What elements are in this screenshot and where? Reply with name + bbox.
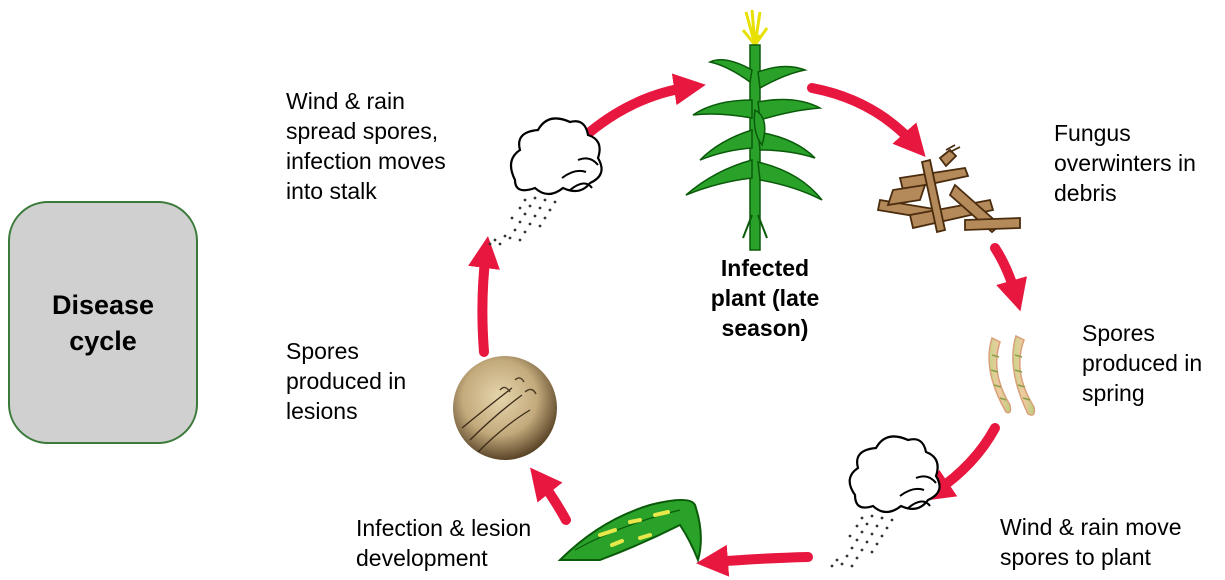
rain-dots [489, 197, 557, 246]
stage-label-spring-spores: Spores produced in spring [1082, 318, 1202, 408]
stage-label-overwinter: Fungus overwinters in debris [1054, 118, 1196, 208]
center-stage-label: Infected plant (late season) [690, 253, 840, 343]
arrow-to-debris [812, 88, 915, 145]
arrow-to-plant [590, 87, 690, 132]
lesion-micrograph-icon [453, 356, 557, 460]
arrow-to-lesion [540, 480, 566, 520]
arrow-to-spring-spores [995, 248, 1016, 296]
stage-label-infection-lesion: Infection & lesion development [356, 513, 531, 573]
rain-cloud-icon [831, 436, 940, 567]
crop-debris-icon [878, 145, 1020, 232]
arrow-to-wind-plant [935, 428, 995, 492]
rain-dots [831, 515, 894, 568]
arrow-to-leaf [712, 557, 808, 562]
corn-plant-icon [686, 10, 822, 250]
stage-label-spores-lesions: Spores produced in lesions [286, 336, 406, 426]
stage-label-wind-rain-stalk: Wind & rain spread spores, infection mov… [286, 86, 446, 206]
arrow-to-wind-stalk [482, 252, 486, 352]
infected-leaf-icon [560, 500, 701, 560]
stage-label-wind-rain-plant: Wind & rain move spores to plant [1000, 512, 1182, 572]
spore-icon [989, 336, 1034, 415]
rain-cloud-icon [489, 118, 602, 245]
